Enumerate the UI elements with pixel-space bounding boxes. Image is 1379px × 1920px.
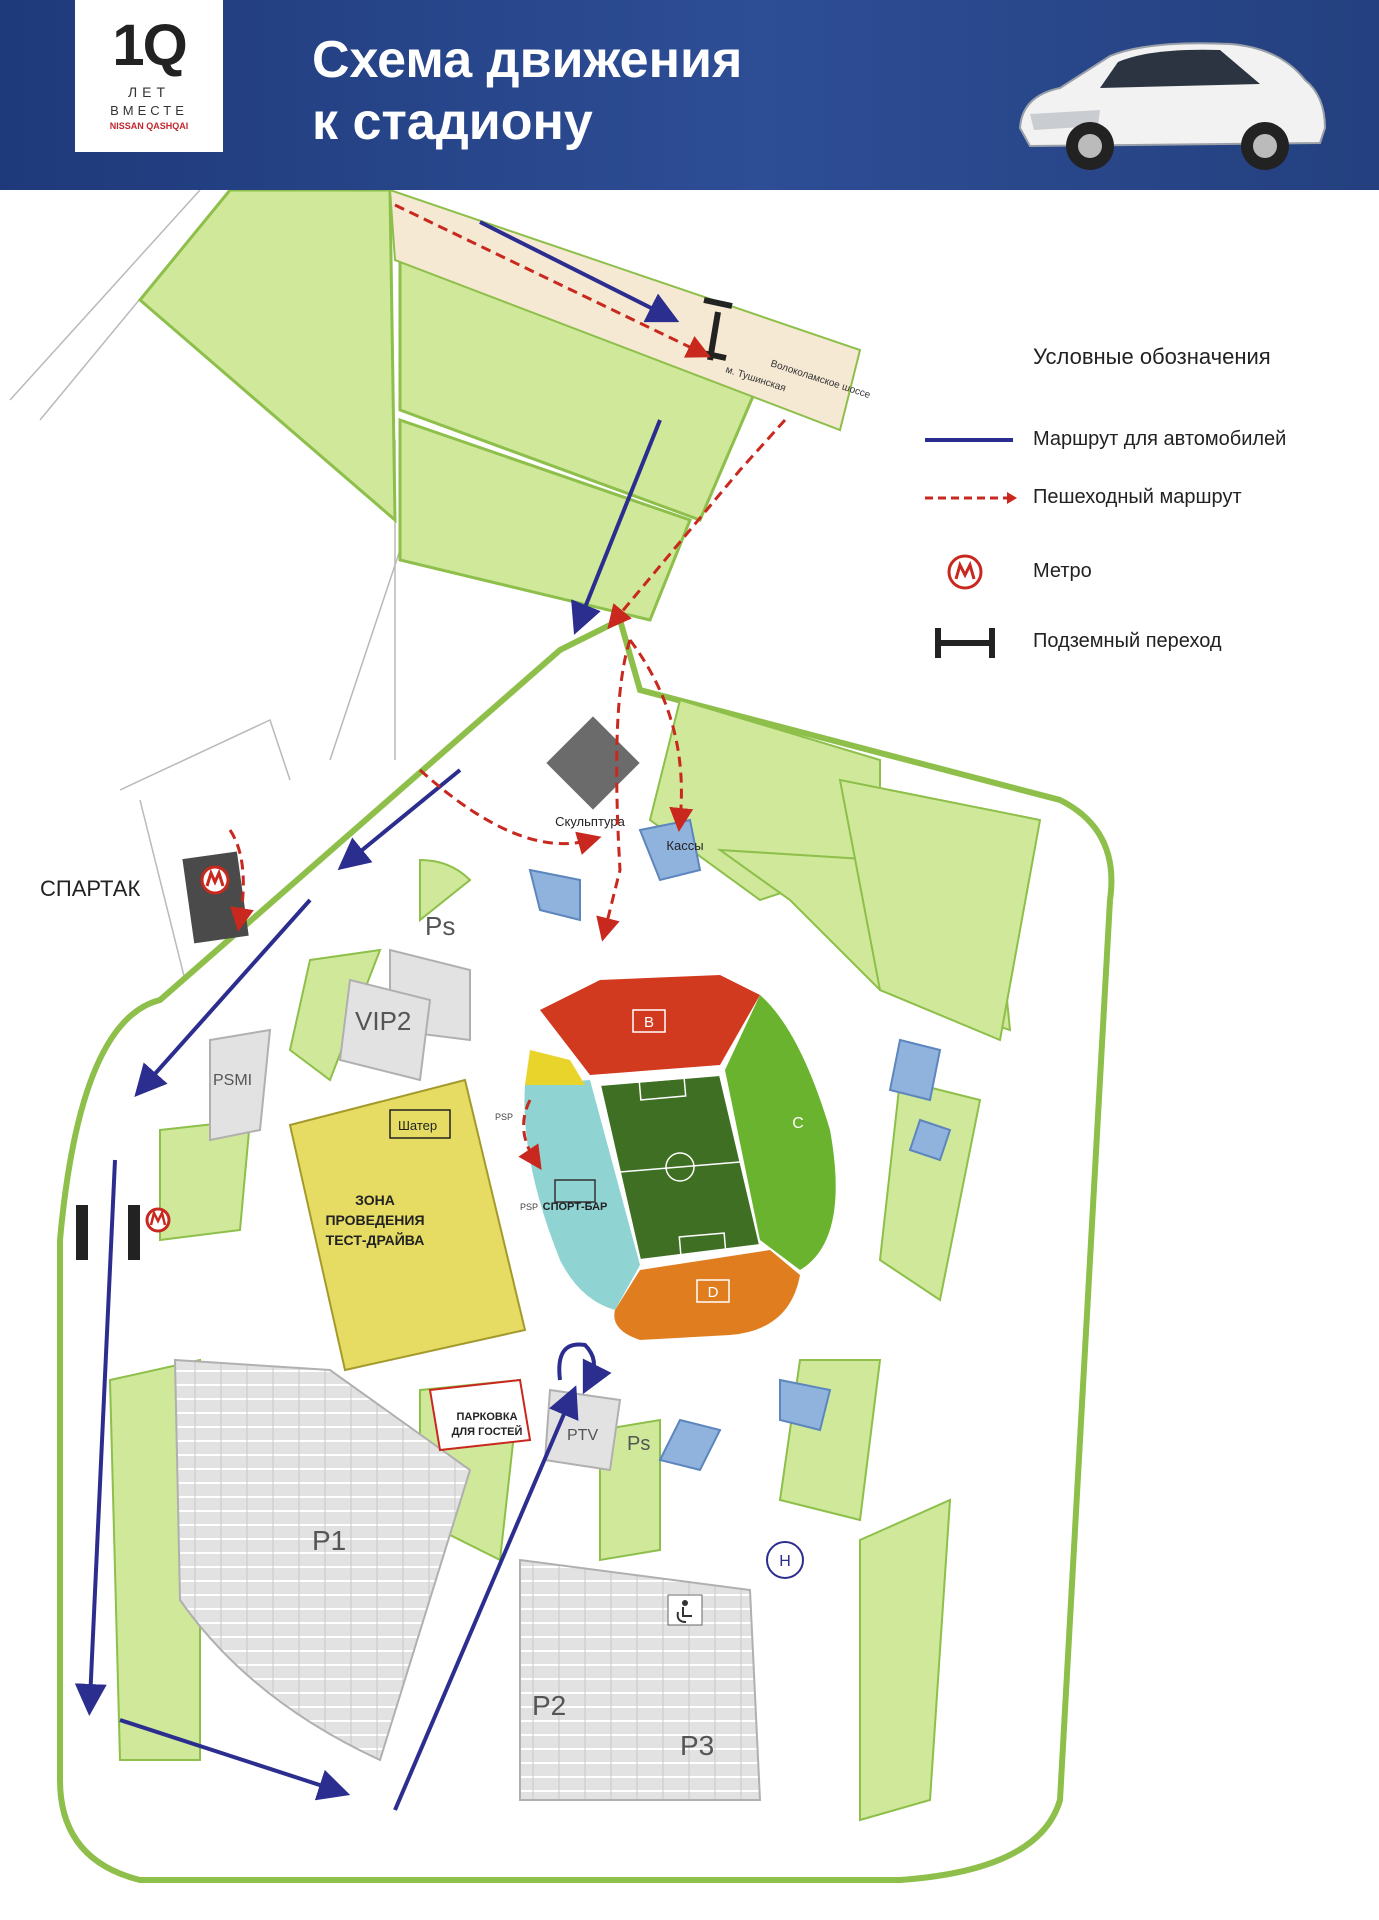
metro-icon-spartak (200, 865, 230, 895)
legend-item-underpass: Подземный переход (925, 622, 1365, 662)
parking-ptv: PTV (567, 1427, 598, 1444)
parking-psmi: PSMI (213, 1072, 252, 1089)
stand-label-c: C (792, 1115, 804, 1132)
car-route (74, 220, 680, 1811)
stand-label-b: B (644, 1014, 654, 1031)
page-title-line2: к стадиону (312, 93, 593, 151)
legend-label-walk-route: Пешеходный маршрут (1033, 486, 1242, 508)
stand-d (614, 1250, 800, 1340)
label-guest-parking-1: ПАРКОВКА (456, 1411, 517, 1423)
metro-building-spartak (182, 851, 249, 944)
parking-p3: P3 (680, 1730, 714, 1761)
car-image (1018, 42, 1327, 170)
legend-label-underpass: Подземный переход (1033, 630, 1222, 652)
legend-title: Условные обозначения (1033, 344, 1271, 369)
ticket-office-areas (528, 818, 952, 1472)
legend-item-car-route: Маршрут для автомобилей (925, 420, 1365, 460)
page-title-line1: Схема движения (312, 31, 743, 89)
metro-icon-secondary (145, 1207, 171, 1233)
label-sculpture: Скульптура (555, 814, 626, 829)
logo-number: 1Q (112, 13, 187, 78)
helipad-label: H (779, 1553, 791, 1570)
label-test-drive-1: ЗОНА (355, 1192, 395, 1208)
walking-route (228, 203, 787, 1170)
label-test-drive-3: ТЕСТ-ДРАЙВА (326, 1231, 425, 1248)
volokolamsk-highway (388, 190, 862, 432)
label-sport-bar: СПОРТ-БАР (543, 1201, 608, 1213)
test-drive-zone (288, 1078, 527, 1372)
stadium: B C D СПОРТ-БАР (524, 975, 836, 1340)
stadium-map: Шатер ЗОНА ПРОВЕДЕНИЯ ТЕСТ-ДРАЙВА B C D … (9, 190, 1115, 1883)
legend-label-car-route: Маршрут для автомобилей (1033, 428, 1287, 450)
car-route-line-icon (925, 438, 1013, 442)
label-spartak: СПАРТАК (40, 876, 140, 901)
label-psp-2: PSP (520, 1202, 538, 1212)
legend-item-walk-route: Пешеходный маршрут (925, 478, 1365, 518)
anniversary-logo: 1Q ЛЕТ ВМЕСТЕ NISSAN QASHQAI (75, 0, 223, 152)
header: 1Q ЛЕТ ВМЕСТЕ NISSAN QASHQAI Схема движе… (0, 0, 1379, 190)
legend: Условные обозначения Маршрут для автомоб… (925, 340, 1365, 680)
label-test-drive-2: ПРОВЕДЕНИЯ (325, 1212, 424, 1228)
underpass-icon-west (76, 1205, 140, 1260)
logo-line1: ЛЕТ (127, 84, 171, 100)
parking-p2: P2 (532, 1690, 566, 1721)
parking-ps-bottom: Ps (627, 1433, 650, 1455)
corner-yellow (525, 1050, 585, 1085)
legend-label-metro: Метро (1033, 560, 1092, 582)
tent-box (389, 1109, 451, 1139)
underpass-icon (935, 628, 995, 658)
metro-icon (947, 554, 983, 590)
label-guest-parking-2: ДЛЯ ГОСТЕЙ (452, 1425, 523, 1438)
stand-c (725, 995, 836, 1270)
disabled-parking-icon (667, 1594, 703, 1626)
legend-item-metro: Метро (925, 552, 1365, 592)
walk-route-line-icon (925, 492, 1017, 504)
helipad-icon (766, 1541, 804, 1579)
logo-brand: NISSAN QASHQAI (109, 121, 189, 131)
parking-vip2: VIP2 (355, 1006, 411, 1036)
parking-p1: P1 (312, 1525, 346, 1556)
logo-line2: ВМЕСТЕ (110, 103, 188, 118)
stand-a (524, 1080, 640, 1310)
label-kassy: Кассы (666, 838, 703, 853)
parking-ps-top: Ps (425, 911, 455, 941)
label-psp-1: PSP (495, 1112, 513, 1122)
label-tent: Шатер (398, 1118, 437, 1133)
stand-b (540, 975, 760, 1075)
stand-label-d: D (708, 1284, 719, 1301)
